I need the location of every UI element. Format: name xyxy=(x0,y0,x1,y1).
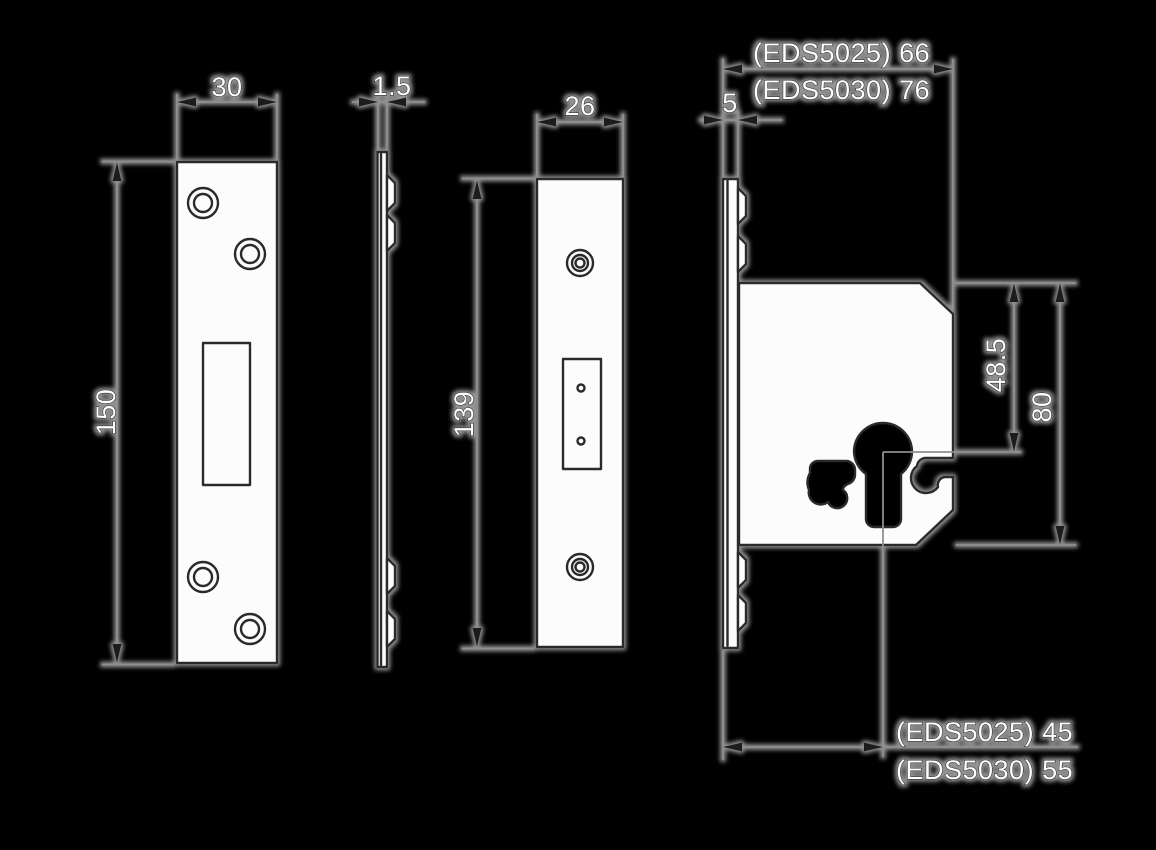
strike-bolt-cutout xyxy=(201,341,252,487)
countersink-bump xyxy=(736,186,748,226)
screw-hole-inner xyxy=(239,618,261,640)
arrowhead xyxy=(472,180,482,199)
arrowhead xyxy=(1055,283,1065,302)
screw-hole-outer xyxy=(565,248,595,278)
extension-line xyxy=(536,114,624,177)
arrowhead xyxy=(177,97,196,107)
faceplate-screw-hole xyxy=(565,552,595,582)
arrowhead xyxy=(723,742,742,752)
screw-hole-mid xyxy=(570,253,590,273)
screw-hole-inner xyxy=(574,257,586,269)
extension-line xyxy=(462,177,534,650)
strike-height-label: 150 xyxy=(91,389,121,436)
case-depth-dimension: (EDS5025) 66 (EDS5030) 76 xyxy=(722,37,954,311)
bolt-pin-hole xyxy=(576,383,586,393)
extension-line xyxy=(956,282,1076,546)
arrowhead xyxy=(738,115,757,125)
deadbolt-slot xyxy=(561,357,603,471)
screw-hole-mid xyxy=(570,557,590,577)
arrowhead xyxy=(258,97,277,107)
arrowhead xyxy=(723,64,742,74)
countersink-bump xyxy=(385,556,397,596)
lock-case-body xyxy=(737,281,955,547)
strike-plate-side-view: 1.5 xyxy=(352,70,425,669)
countersink-bump xyxy=(736,234,748,274)
case-faceplate-profile xyxy=(721,177,740,650)
arrowhead xyxy=(1009,283,1019,302)
extension-line xyxy=(722,59,954,311)
faceplate-height-label: 139 xyxy=(449,391,479,438)
screw-hole-outer xyxy=(186,186,220,220)
countersink-bump xyxy=(385,173,397,213)
arrowhead xyxy=(704,115,723,125)
screw-hole-inner xyxy=(574,561,586,573)
faceplate-height-dimension: 139 xyxy=(448,177,534,650)
faceplate-width-label: 26 xyxy=(564,91,595,121)
strike-screw-hole xyxy=(233,612,267,646)
backset-label-eds5025: (EDS5025) 45 xyxy=(896,717,1073,747)
extension-line xyxy=(102,160,174,666)
screw-hole-inner xyxy=(239,243,261,265)
arrowhead xyxy=(1009,433,1019,452)
faceplate-thickness-label: 5 xyxy=(722,88,738,118)
follower-cutout xyxy=(806,459,857,510)
arrowhead xyxy=(112,162,122,181)
screw-hole-outer xyxy=(233,237,267,271)
cylinder-from-top-dimension: 48.5 xyxy=(980,283,1019,452)
strike-screw-hole xyxy=(233,237,267,271)
faceplate-outline xyxy=(535,177,625,649)
strike-side-profile xyxy=(376,150,389,669)
faceplate-front-view: 26 139 xyxy=(448,90,625,650)
countersink-bump xyxy=(736,593,748,633)
backset-label-eds5030: (EDS5030) 55 xyxy=(896,755,1073,785)
arrowhead xyxy=(537,117,556,127)
bolt-pin-hole xyxy=(576,436,586,446)
strike-screw-hole xyxy=(186,186,220,220)
case-depth-label-eds5025: (EDS5025) 66 xyxy=(753,38,930,68)
strike-height-dimension: 150 xyxy=(90,160,174,666)
countersink-bump xyxy=(385,213,397,253)
strike-width-label: 30 xyxy=(211,72,242,102)
faceplate-screw-hole xyxy=(565,248,595,278)
screw-hole-inner xyxy=(192,566,214,588)
arrowhead xyxy=(864,742,883,752)
case-depth-label-eds5030: (EDS5030) 76 xyxy=(753,75,930,105)
strike-screw-hole xyxy=(186,560,220,594)
strike-plate-front-view: 30 150 xyxy=(90,71,279,666)
screw-hole-outer xyxy=(186,560,220,594)
arrowhead xyxy=(359,97,378,107)
strike-width-dimension: 30 xyxy=(176,71,278,160)
arrowhead xyxy=(387,97,406,107)
arrowhead xyxy=(112,644,122,663)
screw-hole-outer xyxy=(233,612,267,646)
faceplate-thickness-dimension: 5 xyxy=(700,87,782,177)
strike-thickness-dimension: 1.5 xyxy=(352,70,425,150)
arrowhead xyxy=(1055,526,1065,545)
extension-line xyxy=(377,94,388,150)
screw-hole-inner xyxy=(192,192,214,214)
arrowhead xyxy=(604,117,623,127)
countersink-bump xyxy=(385,609,397,649)
arrowhead xyxy=(934,64,953,74)
extension-line xyxy=(176,94,278,160)
case-height-label: 80 xyxy=(1027,391,1057,422)
arrowhead xyxy=(472,628,482,647)
faceplate-width-dimension: 26 xyxy=(536,90,624,177)
screw-hole-outer xyxy=(565,552,595,582)
cylinder-from-top-label: 48.5 xyxy=(981,338,1011,393)
lock-case-side-view: (EDS5025) 66 (EDS5030) 76 5 xyxy=(700,37,1078,786)
case-height-dimension: 80 xyxy=(956,282,1076,546)
countersink-bump xyxy=(736,550,748,590)
strike-thickness-label: 1.5 xyxy=(372,71,411,101)
backset-dimension: (EDS5025) 45 (EDS5030) 55 xyxy=(722,651,1078,786)
